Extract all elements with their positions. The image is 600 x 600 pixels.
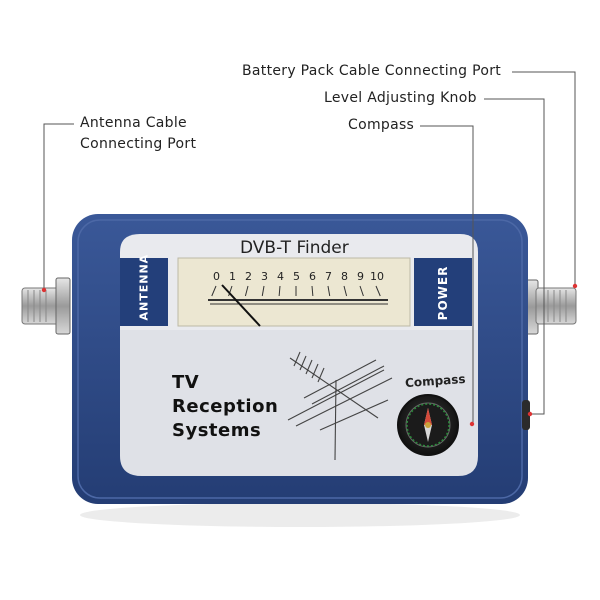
brand-line-tv: TV	[172, 372, 200, 393]
callout-level-knob: Level Adjusting Knob	[324, 90, 477, 106]
antenna-label: ANTENNA	[137, 253, 151, 321]
meter-scale-number: 10	[370, 270, 384, 283]
meter-tick	[244, 285, 249, 297]
meter-scale-number: 8	[341, 270, 348, 283]
meter-tick	[211, 285, 217, 297]
meter-tick	[228, 285, 233, 297]
device-shadow	[80, 503, 520, 527]
meter-scale-number: 1	[229, 270, 236, 283]
signal-meter	[177, 257, 411, 327]
callout-antenna-port-line2: Connecting Port	[80, 136, 197, 152]
device-title: DVB-T Finder	[240, 238, 349, 258]
level-knob	[522, 400, 530, 430]
meter-scale-number: 0	[213, 270, 220, 283]
meter-tick	[343, 285, 348, 297]
antenna-label-panel	[120, 258, 168, 326]
compass	[397, 394, 459, 456]
meter-scale-number: 7	[325, 270, 332, 283]
power-connector	[523, 279, 577, 335]
meter-tick	[261, 285, 265, 297]
meter-scale-number: 9	[357, 270, 364, 283]
meter-tick	[359, 285, 364, 297]
power-label-panel	[414, 258, 472, 326]
callout-compass: Compass	[348, 117, 415, 133]
meter-tick	[375, 285, 381, 297]
brand-line-reception: Reception	[172, 396, 279, 417]
meter-scale-number: 5	[293, 270, 300, 283]
meter-tick	[327, 285, 331, 297]
meter-tick	[311, 285, 314, 297]
callout-battery-port: Battery Pack Cable Connecting Port	[242, 63, 502, 79]
brand-line-systems: Systems	[172, 420, 262, 441]
meter-needle	[221, 284, 261, 327]
antenna-illustration	[287, 351, 393, 461]
meter-scale-number: 4	[277, 270, 284, 283]
meter-scale-number: 6	[309, 270, 316, 283]
antenna-connector	[21, 277, 71, 335]
meter-ticks	[211, 285, 381, 297]
meter-scale-number: 2	[245, 270, 252, 283]
power-label: POWER	[436, 265, 450, 321]
callout-antenna-port-line1: Antenna Cable	[80, 115, 187, 131]
meter-tick	[278, 285, 281, 297]
meter-scale-number: 3	[261, 270, 268, 283]
callout-lines	[41, 71, 578, 427]
